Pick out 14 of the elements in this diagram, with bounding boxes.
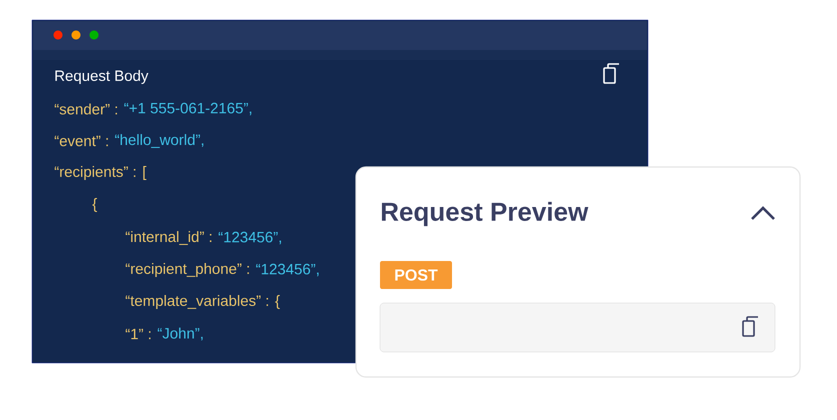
- code-token: “recipients” : [: [54, 166, 146, 180]
- code-token: “sender” :: [54, 104, 117, 114]
- code-token: “hello_world”,: [115, 134, 204, 148]
- code-token: “event” :: [54, 136, 108, 146]
- code-token: {: [92, 198, 97, 212]
- code-token: “John”,: [158, 328, 203, 340]
- code-token: “123456”,: [218, 232, 281, 244]
- code-token: “internal_id” :: [126, 231, 212, 245]
- code-token: “recipient_phone” :: [126, 263, 249, 277]
- code-token: “+1 555-061-2165”,: [124, 102, 252, 116]
- code-token: “123456”,: [256, 264, 319, 276]
- method-badge: POST: [380, 261, 452, 289]
- code-token: “1” :: [126, 328, 150, 340]
- code-token: “template_variables” : {: [126, 295, 280, 309]
